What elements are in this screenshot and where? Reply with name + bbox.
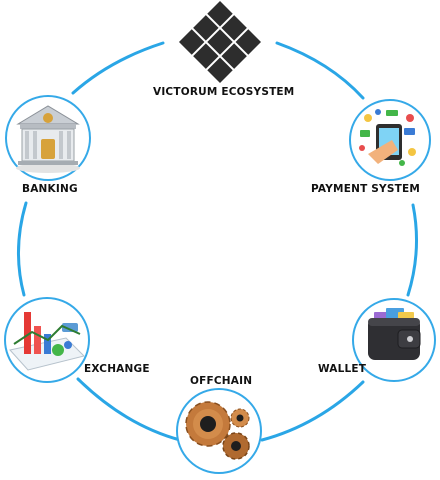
payment-label: PAYMENT SYSTEM — [311, 183, 420, 195]
banking-label: BANKING — [22, 183, 78, 195]
offchain-badge — [176, 388, 262, 474]
connector-ring — [17, 41, 419, 442]
gears-icon — [185, 401, 250, 460]
ring-arc-logo-banking — [71, 41, 165, 95]
bank-building-icon — [16, 105, 80, 173]
payment-badge — [349, 99, 431, 181]
ring-arc-exchange-offchain — [76, 377, 182, 442]
center-label: VICTORUM ECOSYSTEM — [153, 86, 295, 98]
exchange-label: EXCHANGE — [84, 363, 150, 375]
payment-tablet-icon — [359, 109, 416, 166]
diamond-grid-logo — [178, 0, 262, 84]
ring-arc-wallet-offchain — [260, 380, 365, 442]
ring-arc-banking-exchange — [17, 201, 28, 297]
trading-chart-icon — [9, 312, 85, 371]
ring-arc-logo-payment — [275, 41, 365, 100]
ring-arc-payment-wallet — [406, 203, 419, 297]
leather-wallet-icon — [368, 308, 421, 360]
banking-badge — [5, 95, 91, 181]
offchain-label: OFFCHAIN — [190, 375, 253, 387]
exchange-badge — [4, 297, 90, 383]
wallet-badge — [352, 298, 436, 382]
wallet-label: WALLET — [318, 363, 367, 375]
